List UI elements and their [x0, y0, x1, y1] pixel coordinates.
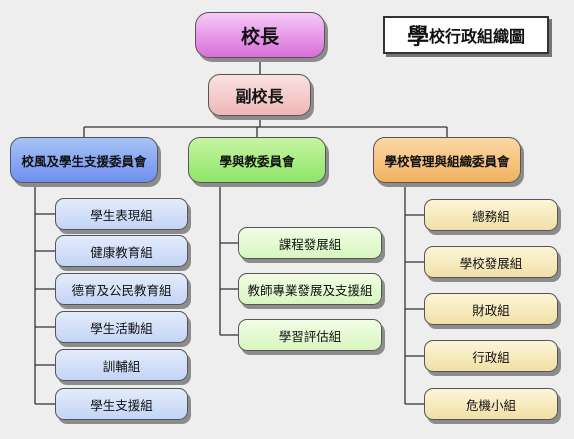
- chart-title-first-char: 學: [406, 25, 429, 50]
- unit-administration: 行政組: [424, 340, 558, 372]
- principal-box: 校長: [195, 12, 325, 58]
- unit-student-performance: 學生表現組: [55, 198, 188, 230]
- vice-principal-box: 副校長: [208, 74, 311, 116]
- unit-curriculum-development: 課程發展組: [238, 227, 382, 259]
- unit-finance: 財政組: [424, 293, 558, 325]
- unit-student-activities: 學生活動組: [55, 311, 188, 343]
- unit-discipline-guidance: 訓輔組: [55, 349, 188, 381]
- unit-school-development: 學校發展組: [424, 246, 558, 278]
- unit-student-support: 學生支援組: [55, 388, 188, 420]
- unit-moral-civic-education: 德育及公民教育組: [55, 273, 188, 305]
- committee-student-ethos-support: 校風及學生支援委員會: [10, 137, 158, 183]
- unit-assessment: 學習評估組: [238, 319, 382, 351]
- committee-learning-teaching: 學與教委員會: [188, 137, 326, 183]
- unit-health-education: 健康教育組: [55, 235, 188, 267]
- unit-crisis-team: 危機小組: [424, 388, 558, 420]
- chart-title-rest: 校行政組織圖: [429, 27, 526, 46]
- committee-school-management: 學校管理與組織委員會: [373, 137, 521, 183]
- unit-general-affairs: 總務組: [424, 199, 558, 231]
- chart-title: 學校行政組織圖: [383, 16, 549, 54]
- unit-teacher-development: 教師專業發展及支援組: [238, 273, 382, 305]
